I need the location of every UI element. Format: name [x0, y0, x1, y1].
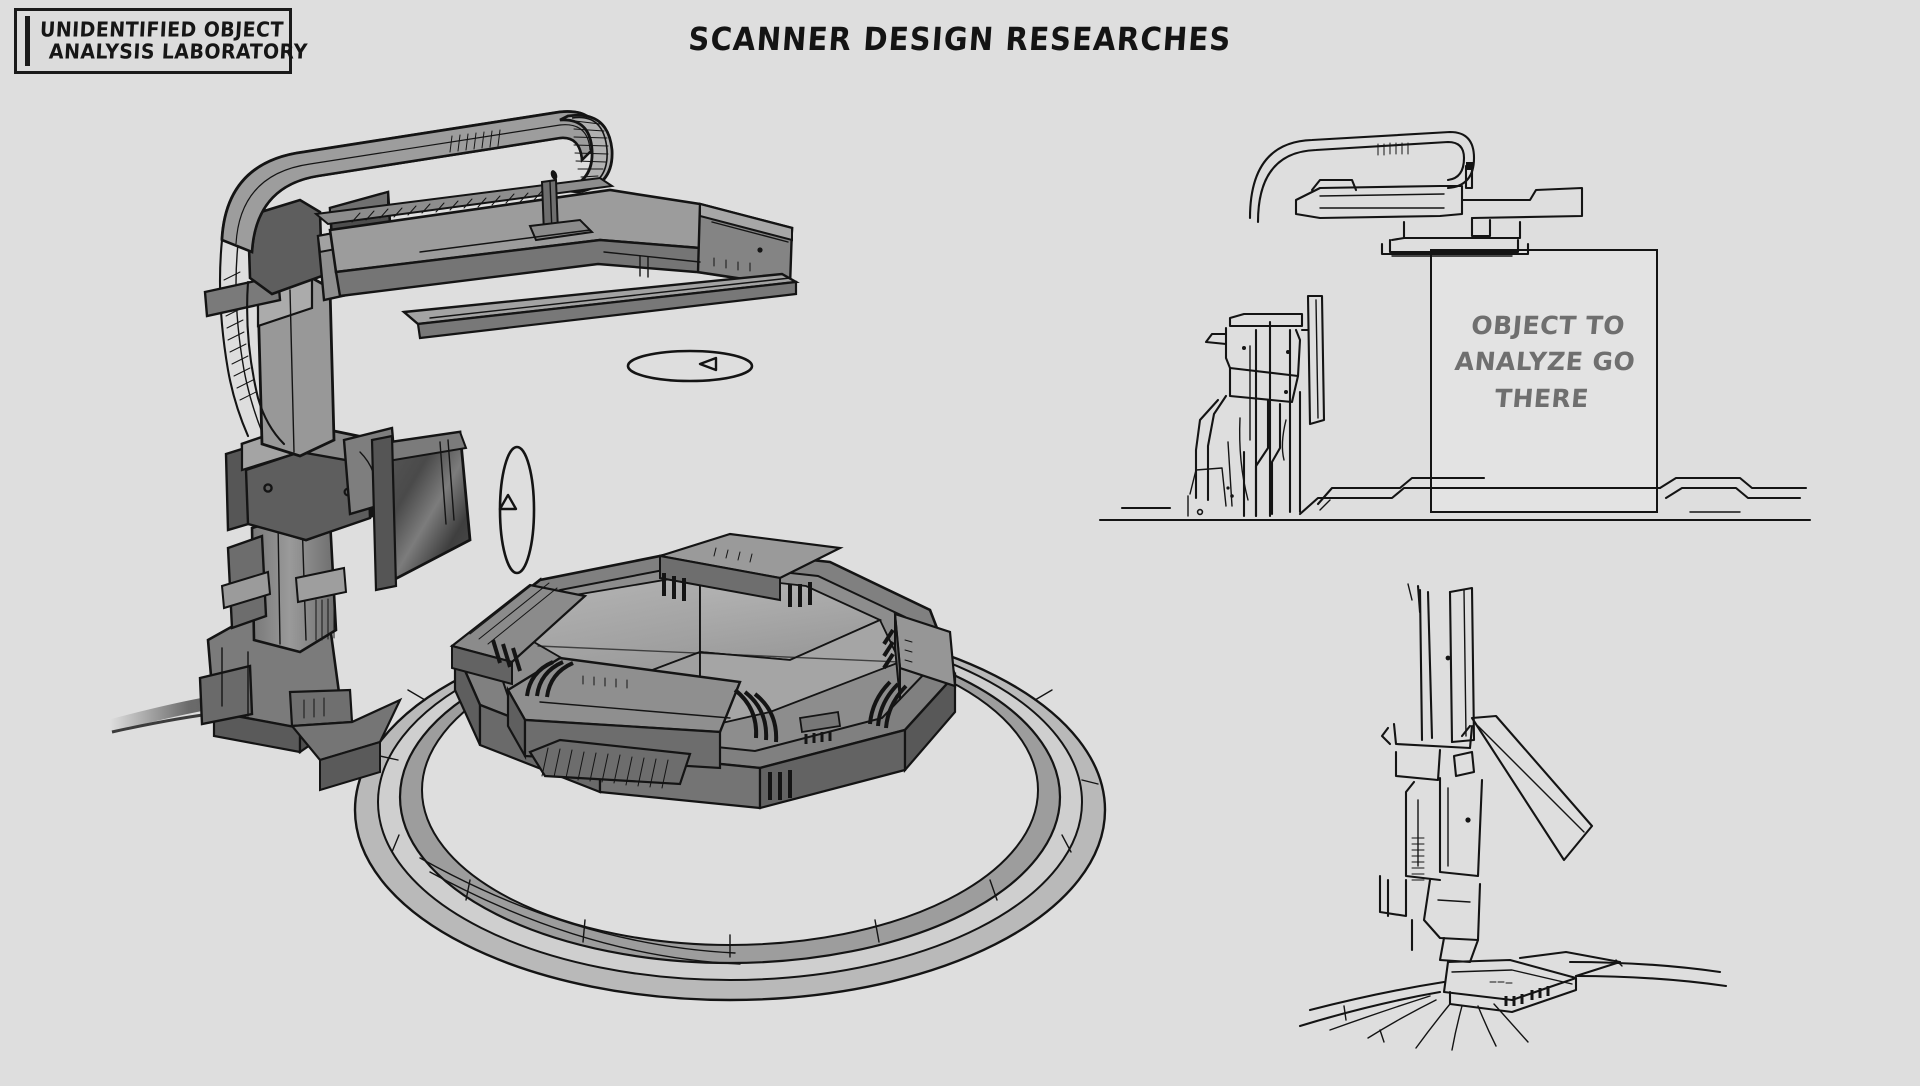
drum-ribs-icon [573, 120, 609, 178]
placeholder-note-line-1: OBJECT TO [1470, 311, 1627, 340]
overhead-beam [313, 176, 794, 298]
vertical-column-upper [203, 238, 336, 458]
octagonal-platform [449, 532, 957, 810]
scanner-wing-panel [370, 430, 472, 592]
gantry-arm [220, 110, 614, 254]
emitter-blade [401, 272, 800, 340]
lab-label-box: UNIDENTIFIED OBJECT ANALYSIS LABORATORY [14, 8, 308, 74]
placeholder-note-line-2: ANALYZE GO [1453, 347, 1637, 377]
vertical-column-lower [220, 510, 348, 654]
placeholder-note-line-3: THERE [1493, 383, 1591, 413]
side-elevation-view [1098, 130, 1812, 522]
front-elevation-view [1298, 583, 1728, 1051]
pitch-rotation-indicator [498, 445, 536, 575]
yaw-rotation-indicator [626, 349, 754, 383]
object-placeholder-note: OBJECT TO ANALYZE GO THERE [1432, 308, 1658, 417]
object-placeholder-box [1430, 249, 1658, 513]
cable-manifolds [449, 532, 957, 800]
